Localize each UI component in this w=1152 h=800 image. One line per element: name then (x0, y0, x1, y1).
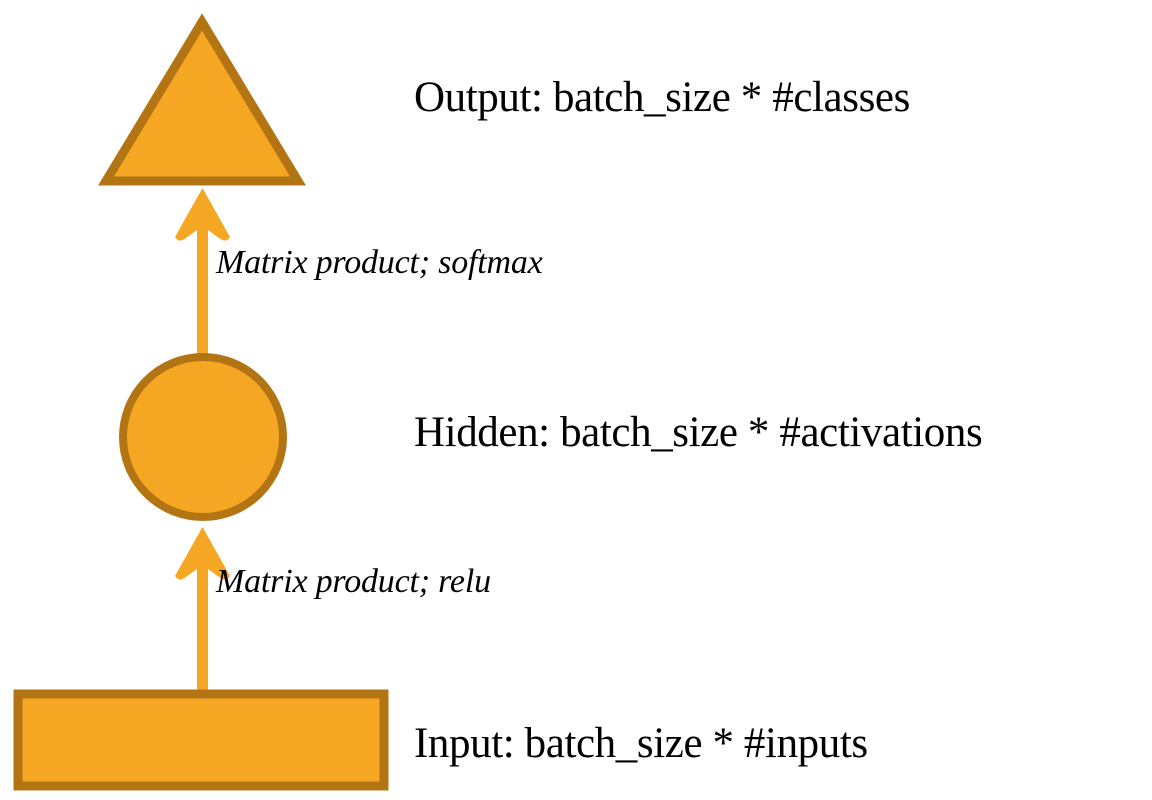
node-label-input: Input: batch_size * #inputs (414, 720, 868, 767)
edge-label-hidden-to-output: Matrix product; softmax (216, 244, 543, 281)
node-label-hidden: Hidden: batch_size * #activations (414, 409, 983, 456)
rectangle-node-icon (13, 689, 389, 791)
up-arrow-icon (175, 188, 230, 259)
edge-label-input-to-hidden: Matrix product; relu (216, 563, 491, 600)
arrow-shaft (197, 560, 208, 692)
circle-node-icon (119, 353, 287, 521)
edge-hidden-to-output (175, 188, 230, 355)
triangle-node-icon (98, 13, 306, 186)
node-label-output: Output: batch_size * #classes (414, 74, 910, 121)
up-arrow-icon (175, 527, 230, 598)
edge-input-to-hidden (175, 527, 230, 692)
arrow-shaft (197, 225, 208, 355)
